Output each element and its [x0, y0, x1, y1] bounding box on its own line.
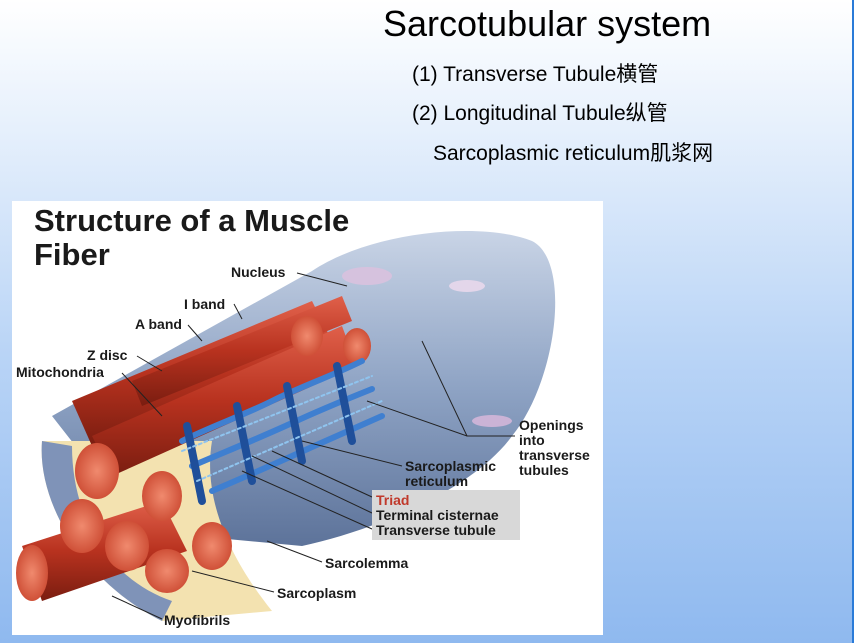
fibril-cross-sections — [60, 443, 232, 593]
muscle-fiber-figure: Structure of a Muscle Fiber Nucleus I ba… — [12, 201, 603, 635]
myofibril-rods — [16, 296, 371, 601]
label-triad: Triad — [376, 492, 410, 508]
label-openings-line-4: tubules — [519, 462, 569, 478]
label-sarcoplasmic-reticulum-line-2: reticulum — [405, 473, 469, 489]
leader-lines — [111, 272, 515, 620]
label-openings-line-1: Openings — [519, 417, 584, 433]
sarcoplasmic-reticulum-network — [179, 358, 385, 505]
slide-right-edge — [852, 0, 854, 643]
slide-title: Sarcotubular system — [383, 3, 712, 44]
label-openings-line-3: transverse — [519, 447, 590, 463]
figure-title-line-2: Fiber — [34, 237, 110, 272]
bullet-transverse-tubule: (1) Transverse Tubule横管 — [412, 63, 659, 86]
label-myofibrils: Myofibrils — [164, 612, 231, 628]
label-i-band: I band — [184, 296, 226, 312]
muscle-fiber-illustration — [16, 231, 556, 621]
label-openings-line-2: into — [519, 432, 545, 448]
figure-title: Structure of a Muscle Fiber — [34, 204, 454, 272]
figure-title-line-1: Structure of a Muscle — [34, 203, 350, 238]
label-z-disc: Z disc — [87, 347, 128, 363]
label-a-band: A band — [135, 316, 182, 332]
label-sarcoplasmic-reticulum-line-1: Sarcoplasmic — [405, 458, 497, 474]
label-transverse-tubule: Transverse tubule — [376, 522, 496, 538]
label-sarcoplasm: Sarcoplasm — [277, 585, 357, 601]
label-mitochondria: Mitochondria — [16, 364, 104, 380]
label-terminal-cisternae: Terminal cisternae — [376, 507, 499, 523]
label-nucleus: Nucleus — [231, 264, 286, 280]
bullet-longitudinal-tubule: (2) Longitudinal Tubule纵管 — [412, 102, 668, 125]
triad-label-box — [372, 490, 520, 540]
label-sarcolemma: Sarcolemma — [325, 555, 409, 571]
bullet-sarcoplasmic-reticulum: Sarcoplasmic reticulum肌浆网 — [433, 142, 714, 165]
